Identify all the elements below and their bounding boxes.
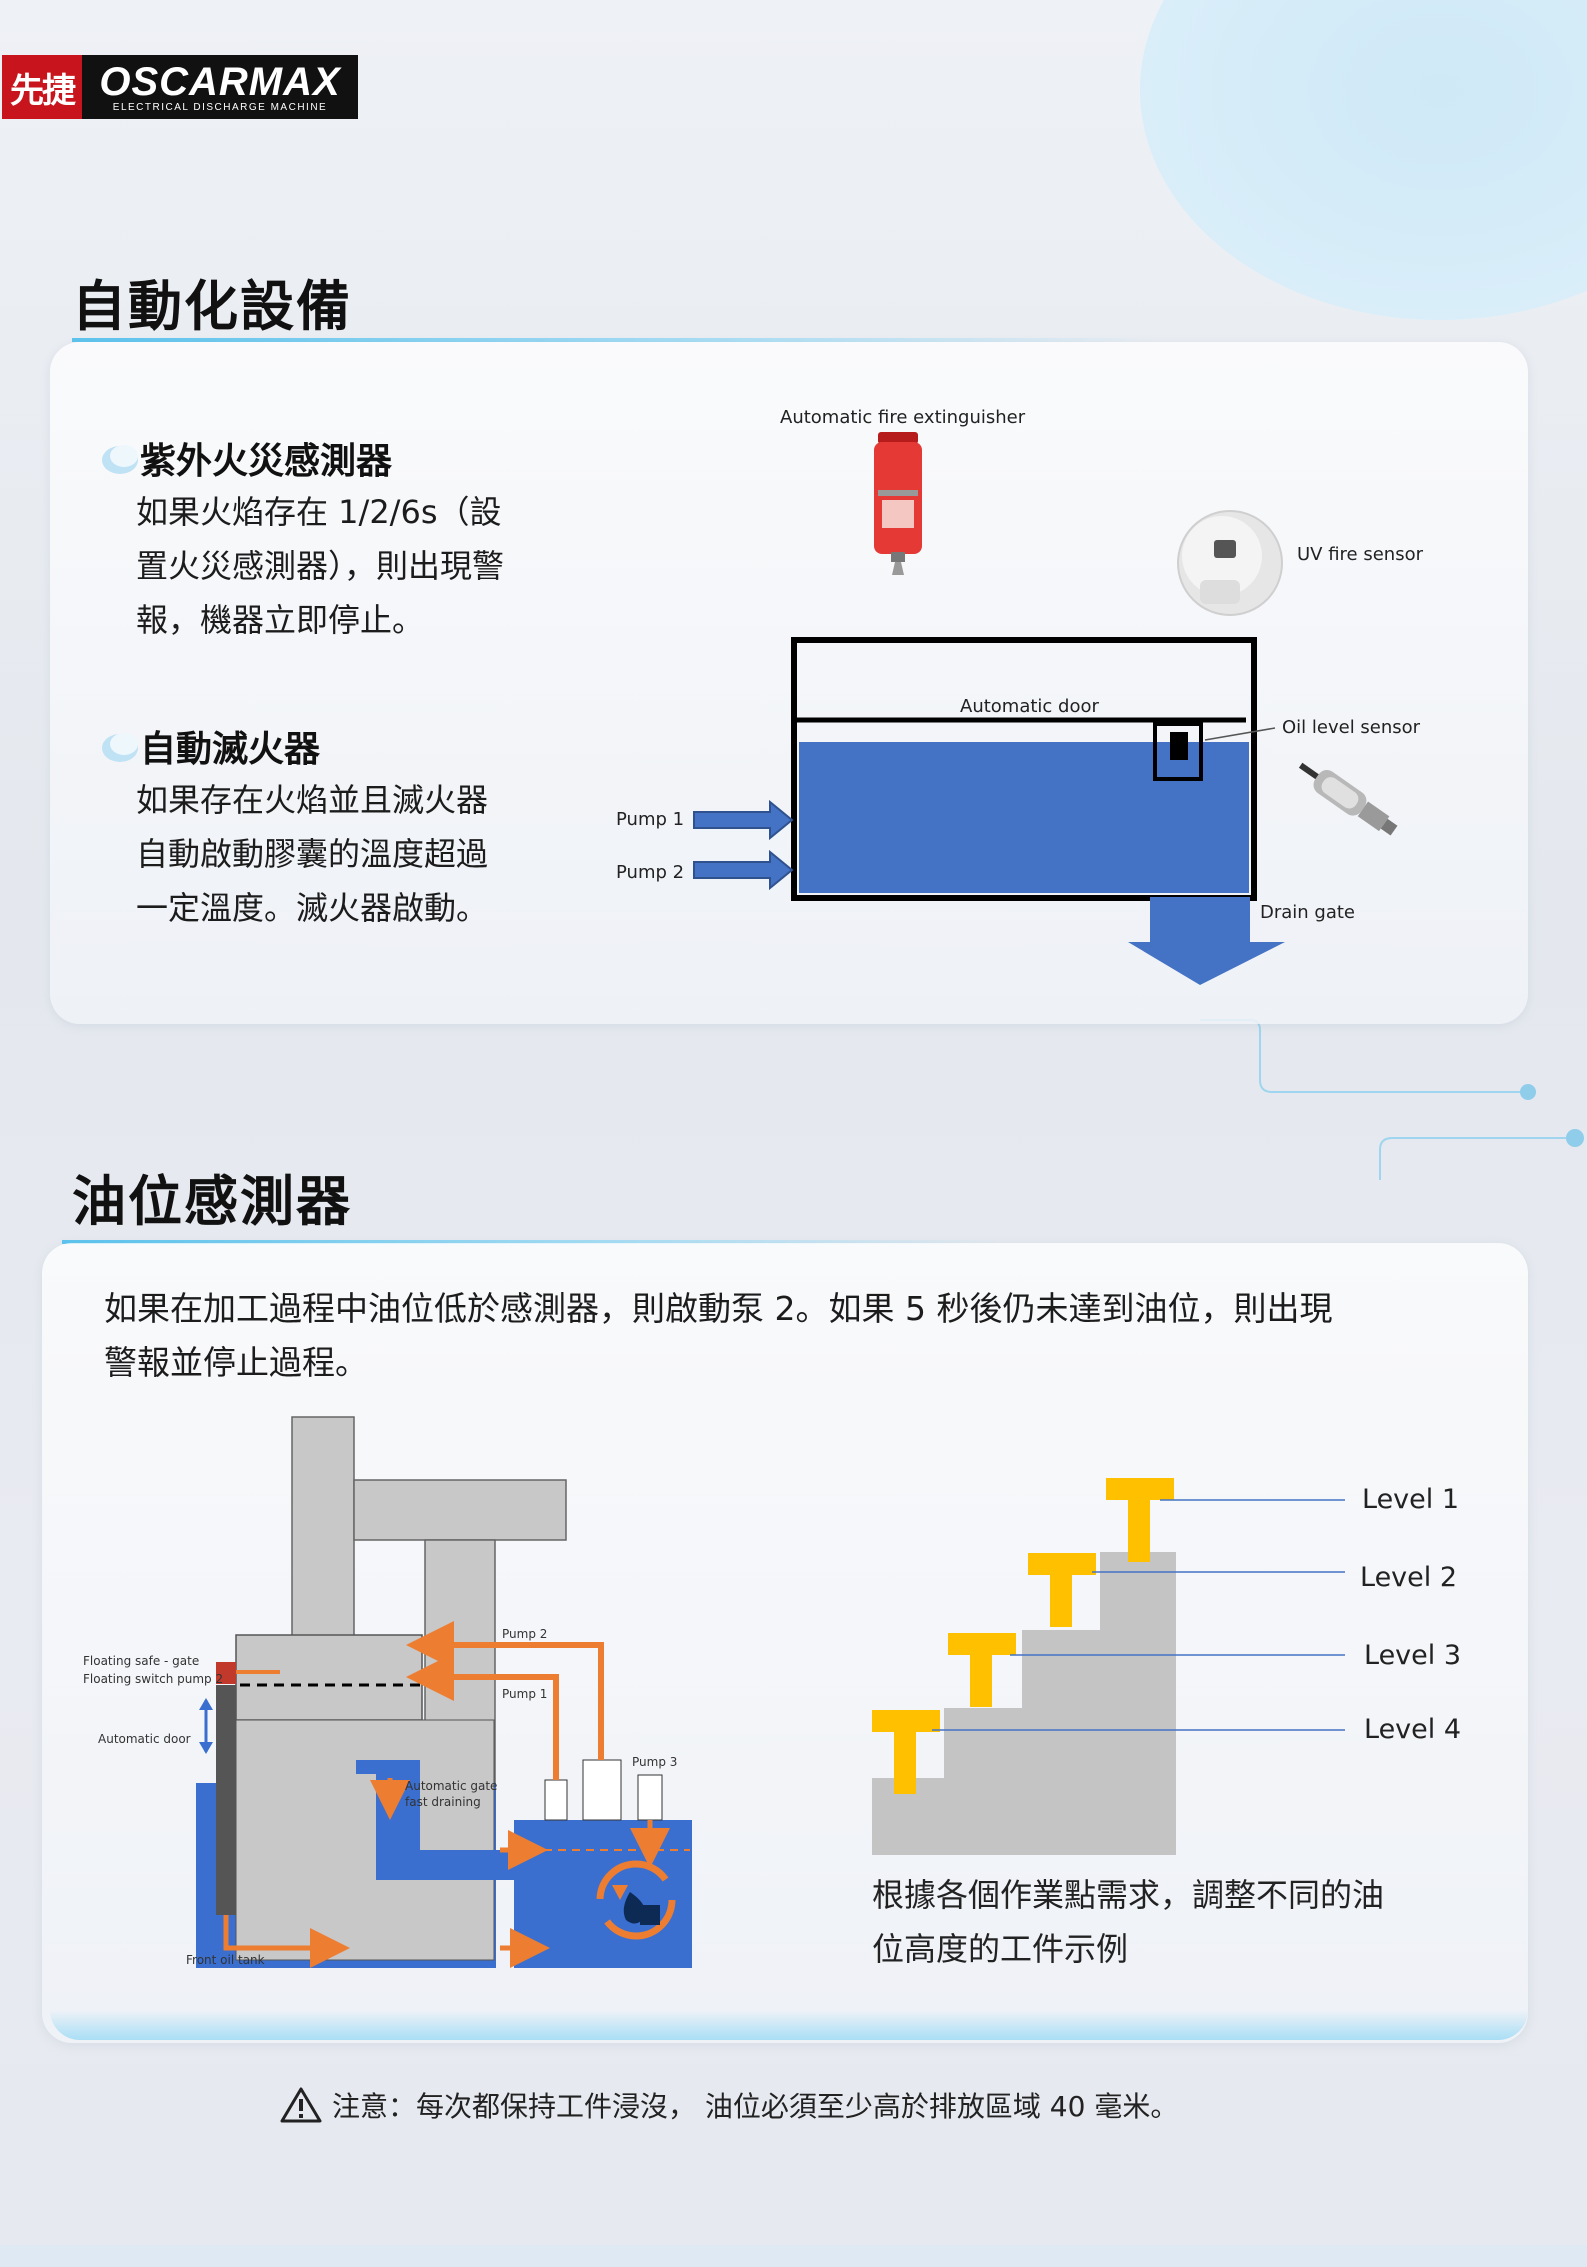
caption-line-1: 根據各個作業點需求，調整不同的油 xyxy=(872,1876,1385,1914)
label-auto-gate: Automatic gate xyxy=(405,1779,497,1793)
level-caption: 根據各個作業點需求，調整不同的油 位高度的工件示例 xyxy=(872,1868,1432,1976)
extinguisher-heading: 自動滅火器 xyxy=(102,720,321,772)
drain-gate-arrow xyxy=(1128,897,1285,985)
label-automatic-door-2: Automatic door xyxy=(98,1732,191,1746)
pump3-box xyxy=(637,1774,663,1821)
oil-sensor-marker xyxy=(1170,732,1188,760)
pump2-box xyxy=(582,1759,622,1821)
logo-subtitle: ELECTRICAL DISCHARGE MACHINE xyxy=(112,101,328,113)
logo-chinese: 先捷 xyxy=(2,55,82,119)
pump1-box xyxy=(544,1779,568,1821)
caption-line-2: 位高度的工件示例 xyxy=(872,1930,1129,1968)
staircase xyxy=(872,1552,1176,1855)
workpiece-level-3 xyxy=(948,1633,1016,1707)
automation-card xyxy=(50,342,1528,1024)
oil-level-sensor-icon xyxy=(1298,762,1398,836)
bullet-icon xyxy=(102,445,138,474)
label-level-4: Level 4 xyxy=(1364,1714,1461,1745)
filter-cycle-icon xyxy=(596,1860,676,1940)
company-logo: 先捷 OSCARMAX ELECTRICAL DISCHARGE MACHINE xyxy=(2,55,358,119)
label-automatic-door: Automatic door xyxy=(960,696,1099,717)
oil-line-2: 警報並停止過程。 xyxy=(104,1343,368,1382)
workpiece-level-1 xyxy=(1106,1478,1174,1562)
pump1-arrow xyxy=(693,799,794,841)
floating-switch xyxy=(216,1662,236,1684)
bullet-icon xyxy=(102,733,138,762)
machine-column xyxy=(291,1416,355,1638)
level-staircase-diagram: Level 1 Level 2 Level 3 Level 4 xyxy=(872,1478,1461,1855)
uv-line-1: 如果火焰存在 1/2/6s（設 xyxy=(136,493,502,531)
pump2-flow xyxy=(406,1621,604,1760)
label-level-1: Level 1 xyxy=(1362,1484,1459,1515)
extinguisher-title: 自動滅火器 xyxy=(140,729,321,770)
title-underline xyxy=(72,338,1152,342)
machine-arm xyxy=(353,1479,567,1541)
uv-line-3: 報，機器立即停止。 xyxy=(136,601,425,639)
ext-line-1: 如果存在火焰並且滅火器 xyxy=(136,781,489,819)
oil-flow-diagram: Floating safe - gate Floating switch pum… xyxy=(83,1416,692,1968)
pump1-flow xyxy=(406,1653,559,1780)
tank-oil xyxy=(799,742,1249,893)
label-front-oil-tank: Front oil tank xyxy=(186,1953,265,1967)
ext-line-3: 一定溫度。滅火器啟動。 xyxy=(136,889,489,927)
label-uv-sensor: UV fire sensor xyxy=(1297,544,1424,565)
work-tank-top xyxy=(235,1634,423,1721)
logo-brand: OSCARMAX xyxy=(99,59,341,104)
oil-sensor-description: 如果在加工過程中油位低於感測器，則啟動泵 2。如果 5 秒後仍未達到油位，則出現… xyxy=(104,1282,1332,1390)
label-fast-draining: fast draining xyxy=(405,1795,481,1809)
section-title-oil-sensor: 油位感測器 xyxy=(72,1170,352,1233)
label-level-2: Level 2 xyxy=(1360,1562,1457,1593)
label-floating-switch: Floating switch pump 2 xyxy=(83,1672,223,1686)
label-drain-gate: Drain gate xyxy=(1260,902,1355,923)
logo-main: OSCARMAX ELECTRICAL DISCHARGE MACHINE xyxy=(82,62,358,113)
title-underline xyxy=(62,1240,1002,1244)
label-pump1: Pump 1 xyxy=(616,809,684,830)
warning-icon xyxy=(280,2087,322,2123)
section-title-automation: 自動化設備 xyxy=(72,275,352,338)
label-pump2: Pump 2 xyxy=(616,862,684,883)
label-pump3-2: Pump 3 xyxy=(632,1755,677,1769)
label-level-3: Level 3 xyxy=(1364,1640,1461,1671)
oil-line-1: 如果在加工過程中油位低於感測器，則啟動泵 2。如果 5 秒後仍未達到油位，則出現 xyxy=(104,1289,1333,1328)
tank-outline xyxy=(791,637,1257,901)
ext-line-2: 自動啟動膠囊的溫度超過 xyxy=(136,835,489,873)
card-glow xyxy=(50,2010,1528,2040)
uv-sensor-heading: 紫外火災感測器 xyxy=(102,432,393,484)
work-tank-body xyxy=(235,1719,495,1961)
label-floating-safe: Floating safe - gate xyxy=(83,1654,199,1668)
workpiece-level-4 xyxy=(872,1710,940,1794)
label-fire-extinguisher: Automatic fire extinguisher xyxy=(780,407,1026,428)
workpiece-level-2 xyxy=(1028,1553,1096,1627)
safety-note: 注意：每次都保持工件浸沒， 油位必須至少高於排放區域 40 毫米。 xyxy=(280,2085,1178,2125)
label-pump2-2: Pump 2 xyxy=(502,1627,547,1641)
uv-sensor-description: 如果火焰存在 1/2/6s（設 置火災感測器），則出現警 報，機器立即停止。 xyxy=(136,485,504,647)
floating-gate-bar xyxy=(216,1685,236,1915)
label-pump1-2: Pump 1 xyxy=(502,1687,547,1701)
extinguisher-description: 如果存在火焰並且滅火器 自動啟動膠囊的溫度超過 一定溫度。滅火器啟動。 xyxy=(136,773,488,935)
safety-note-text: 注意：每次都保持工件浸沒， 油位必須至少高於排放區域 40 毫米。 xyxy=(332,2090,1179,2123)
label-oil-level-sensor: Oil level sensor xyxy=(1282,717,1421,738)
fire-extinguisher-icon xyxy=(874,432,922,575)
fire-system-diagram: Automatic fire extinguisher UV fire sens… xyxy=(616,407,1424,985)
uv-sensor-title: 紫外火災感測器 xyxy=(140,441,393,482)
pump2-arrow xyxy=(693,849,794,891)
oil-sensor-box xyxy=(1153,722,1203,781)
uv-sensor-icon xyxy=(1177,510,1283,616)
uv-line-2: 置火災感測器），則出現警 xyxy=(136,547,505,585)
